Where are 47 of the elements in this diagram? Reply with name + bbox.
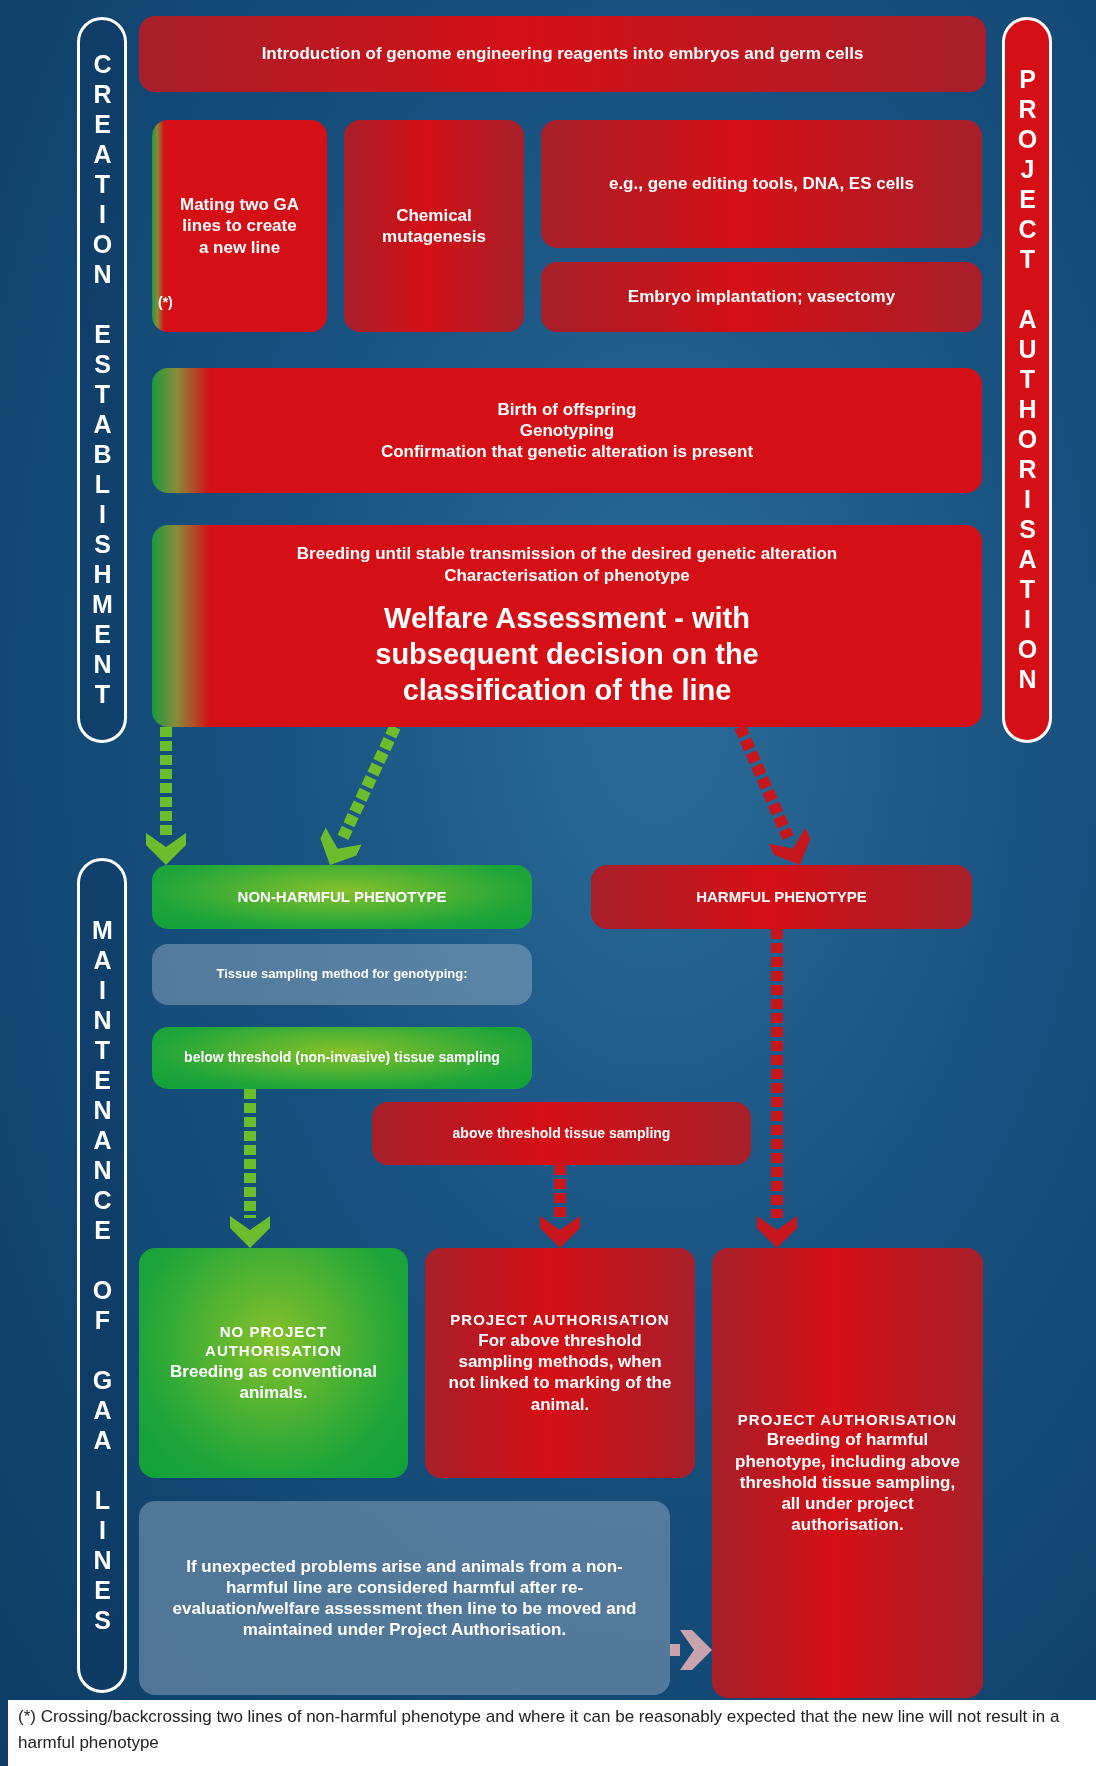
process-box — [152, 120, 327, 332]
note-box — [152, 944, 532, 1005]
outcome-box — [139, 1248, 408, 1478]
box-text: Birth of offspring — [497, 398, 637, 420]
box-text: above threshold tissue sampling — [452, 1124, 671, 1143]
process-box — [152, 368, 982, 493]
footnote-mark: (*) — [158, 294, 173, 310]
side-band — [77, 17, 127, 743]
band-title: CREATION ESTABLISHMENT — [89, 50, 115, 710]
band-title: MAINTENANCE OF GAA LINES — [89, 915, 115, 1636]
box-text: Introduction of genome engineering reagents into embryos and germ cells — [261, 43, 864, 65]
box-text: below threshold (non-invasive) tissue sampling — [184, 1049, 500, 1067]
box-text: Mating two GA lines to create a new line — [179, 194, 300, 258]
box-text: e.g., gene editing tools, DNA, ES cells — [608, 173, 915, 195]
outcome-box — [152, 865, 532, 929]
process-box — [152, 525, 982, 727]
box-text: HARMFUL PHENOTYPE — [696, 887, 867, 907]
process-box — [344, 120, 524, 332]
process-box — [541, 120, 982, 248]
box-heading: PROJECT AUTHORISATION — [737, 1410, 958, 1430]
box-subtext: Confirmation that genetic alteration is present — [380, 441, 754, 463]
side-band — [1002, 17, 1052, 743]
box-text: NON-HARMFUL PHENOTYPE — [237, 887, 447, 907]
box-text: Embryo implantation; vasectomy — [627, 286, 896, 308]
footnote: (*) Crossing/backcrossing two lines of non-harmful phenotype and where it can be reasonably expected that the new line will not result in a harmful phenotype — [8, 1700, 1096, 1766]
box-text: Tissue sampling method for genotyping: — [216, 966, 468, 983]
note-box — [139, 1501, 670, 1695]
box-text: Chemical mutagenesis — [381, 204, 487, 248]
process-box — [139, 16, 986, 92]
box-subtext: Breeding as conventional animals. — [169, 1360, 378, 1403]
side-band — [77, 858, 127, 1693]
box-subtext: Characterisation of phenotype — [444, 564, 690, 586]
process-box — [591, 865, 972, 929]
box-subtext: For above threshold sampling methods, when not linked to marking of the animal. — [447, 1329, 673, 1415]
outcome-box — [152, 1027, 532, 1089]
process-box — [425, 1248, 695, 1478]
box-subtext: Genotyping — [519, 419, 615, 442]
box-heading: NO PROJECT AUTHORISATION — [204, 1323, 343, 1361]
box-text: Breeding until stable transmission of the desired genetic alteration — [296, 543, 838, 565]
process-box — [712, 1248, 983, 1698]
box-heading: Welfare Assessment - with subsequent decision on the classification of the line — [374, 600, 760, 709]
box-text: If unexpected problems arise and animals from a non-harmful line are considered harmful after re-evaluation/welfare assessment then line to be moved and maintained under Project Authorisation. — [171, 1555, 638, 1641]
box-heading: PROJECT AUTHORISATION — [450, 1311, 670, 1330]
band-title: PROJECT AUTHORISATION — [1014, 65, 1040, 695]
process-box — [541, 262, 982, 332]
process-box — [372, 1102, 751, 1165]
box-subtext: Breeding of harmful phenotype, including above threshold tissue sampling, all under project authorisation. — [734, 1429, 961, 1536]
